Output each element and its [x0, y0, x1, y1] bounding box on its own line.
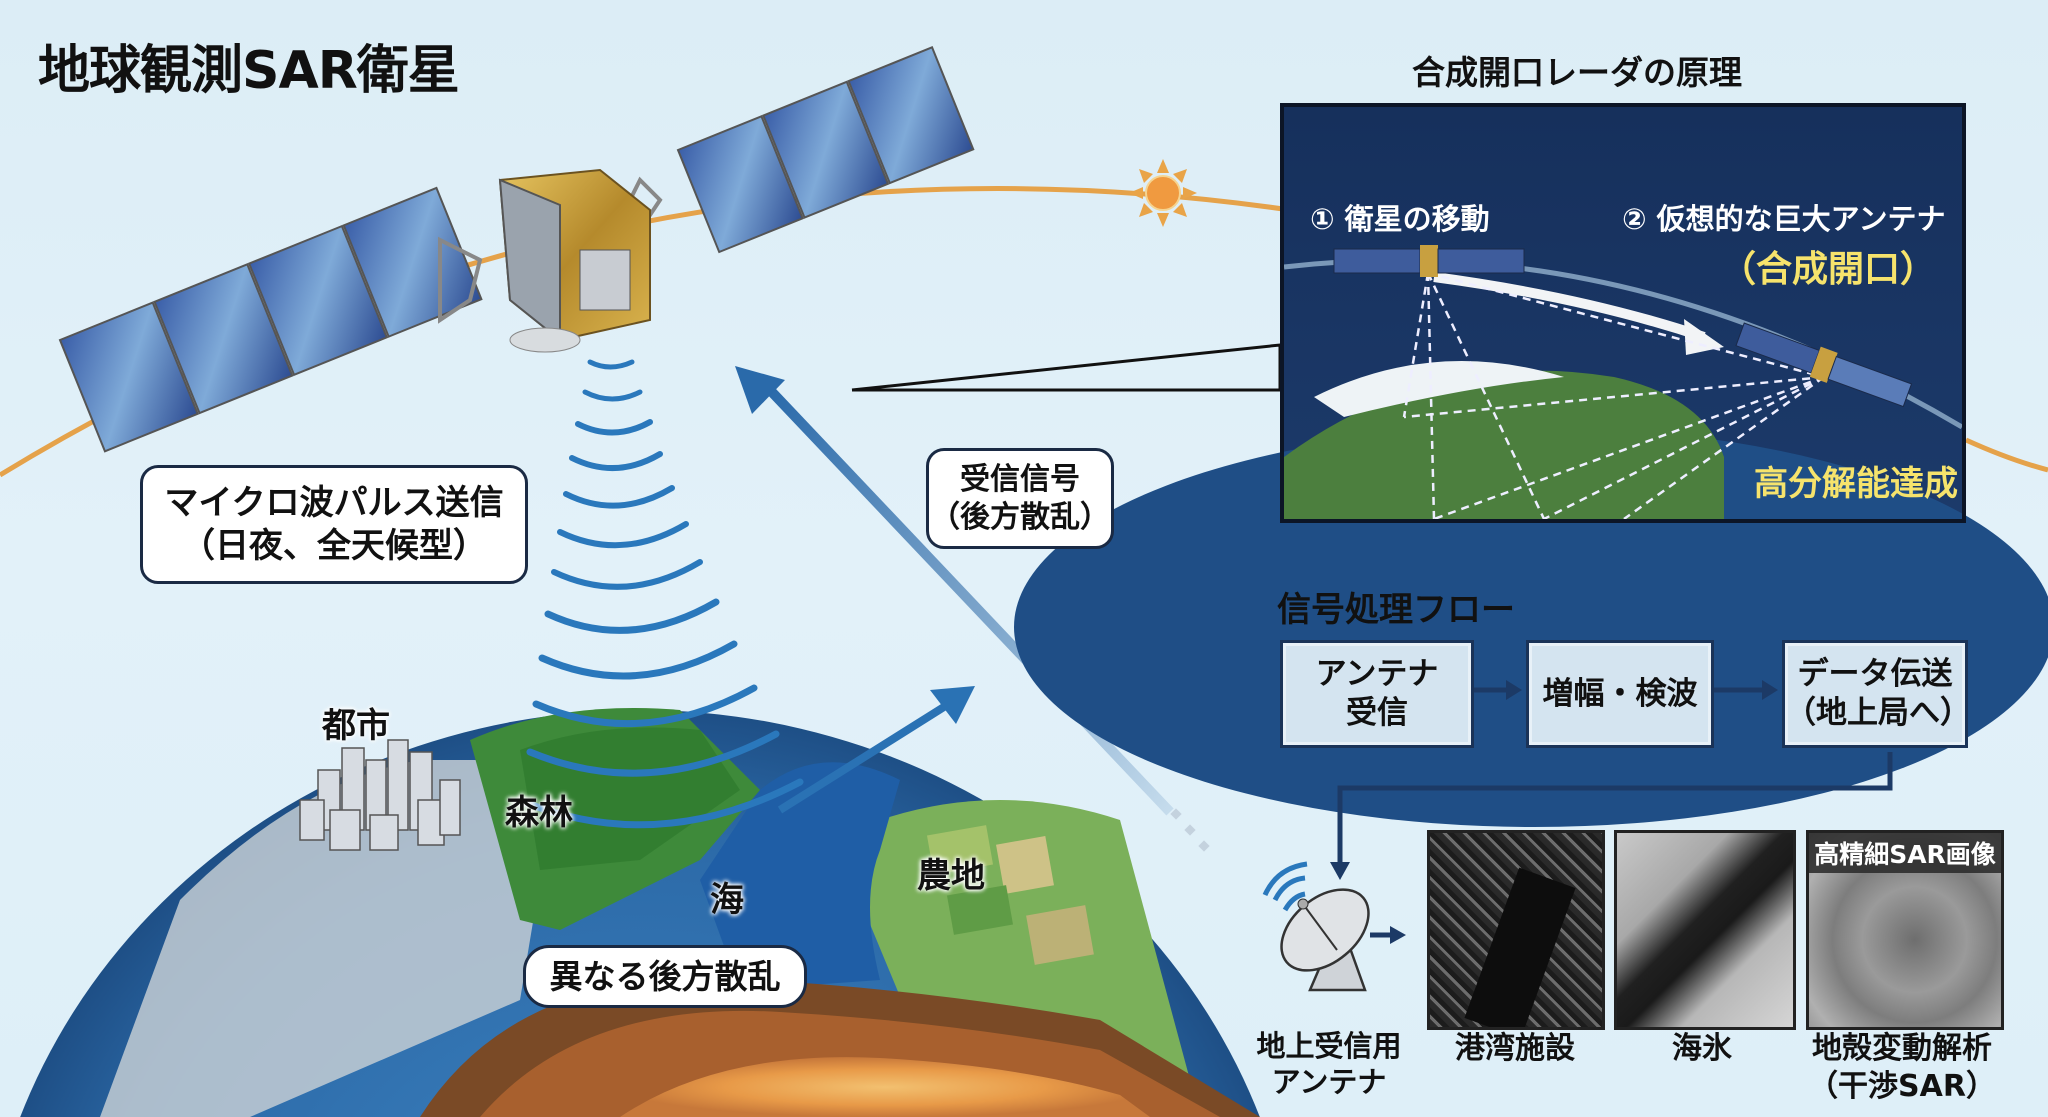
step-virtual-antenna: ② 仮想的な巨大アンテナ: [1622, 202, 1946, 236]
microwave-pulse-waves: [520, 359, 804, 829]
callout-leader: [851, 343, 1282, 392]
page-title: 地球観測SAR衛星: [38, 41, 460, 101]
label-sea: 海: [710, 880, 744, 920]
received-signal-arrow: [735, 366, 1210, 852]
synthetic-aperture-label: （合成開口）: [1720, 249, 1937, 290]
flow-step-antenna-receive: アンテナ受信: [1280, 640, 1474, 748]
callout-line: （日夜、全天候型）: [181, 525, 487, 566]
caption-line: アンテナ: [1271, 1065, 1387, 1100]
caption-line: 地殻変動解析: [1812, 1031, 1992, 1066]
step-satellite-motion: ① 衛星の移動: [1310, 202, 1490, 236]
flow-step-text: 受信: [1345, 695, 1408, 731]
sar-image-sea-ice: [1614, 830, 1796, 1030]
flow-step-amplify-detect: 増幅・検波: [1526, 640, 1714, 748]
microwave-transmit-callout: マイクロ波パルス送信 （日夜、全天候型）: [140, 465, 528, 584]
sar-image-crustal-deformation: 高精細SAR画像: [1806, 830, 2004, 1030]
backscatter-arrow: [777, 686, 975, 814]
caption-line: （干渉SAR）: [1808, 1068, 1996, 1104]
earth-illustration: [20, 708, 1260, 1117]
signal-flow-title: 信号処理フロー: [1277, 590, 1515, 630]
flow-step-text: 増幅・検波: [1542, 675, 1698, 712]
satellite-illustration: [58, 46, 975, 453]
ground-antenna-illustration: [1262, 861, 1370, 992]
callout-line: 受信信号: [960, 462, 1080, 497]
flow-arrows: [1330, 680, 1893, 944]
different-backscatter-callout: 異なる後方散乱: [523, 945, 807, 1009]
callout-line: （後方散乱）: [930, 499, 1110, 535]
caption-sea-ice: 海氷: [1672, 1031, 1732, 1066]
sar-principle-panel: [1280, 103, 1966, 523]
callout-line: マイクロ波パルス送信: [164, 483, 504, 523]
received-signal-callout: 受信信号 （後方散乱）: [926, 448, 1114, 549]
flow-step-text: アンテナ: [1315, 656, 1439, 693]
sar-principle-title: 合成開口レーダの原理: [1412, 53, 1742, 92]
caption-crustal-deformation: 地殻変動解析 （干渉SAR）: [1800, 1030, 2004, 1105]
hi-res-sar-tag: 高精細SAR画像: [1809, 833, 2001, 873]
flow-step-text: （地上局へ）: [1785, 695, 1971, 731]
sun-icon: [1129, 159, 1197, 227]
caption-line: 地上受信用: [1256, 1029, 1402, 1063]
motion-arrow: [1433, 272, 1706, 342]
high-resolution-label: 高分解能達成: [1754, 464, 1958, 504]
label-forest: 森林: [505, 793, 573, 833]
flow-step-data-transmit: データ伝送（地上局へ）: [1782, 640, 1971, 748]
ground-antenna-caption: 地上受信用 アンテナ: [1254, 1028, 1404, 1101]
label-city: 都市: [322, 706, 390, 746]
sar-image-port: [1427, 830, 1605, 1030]
caption-port: 港湾施設: [1455, 1031, 1575, 1066]
flow-step-text: データ伝送: [1797, 656, 1953, 693]
label-farmland: 農地: [917, 856, 985, 896]
